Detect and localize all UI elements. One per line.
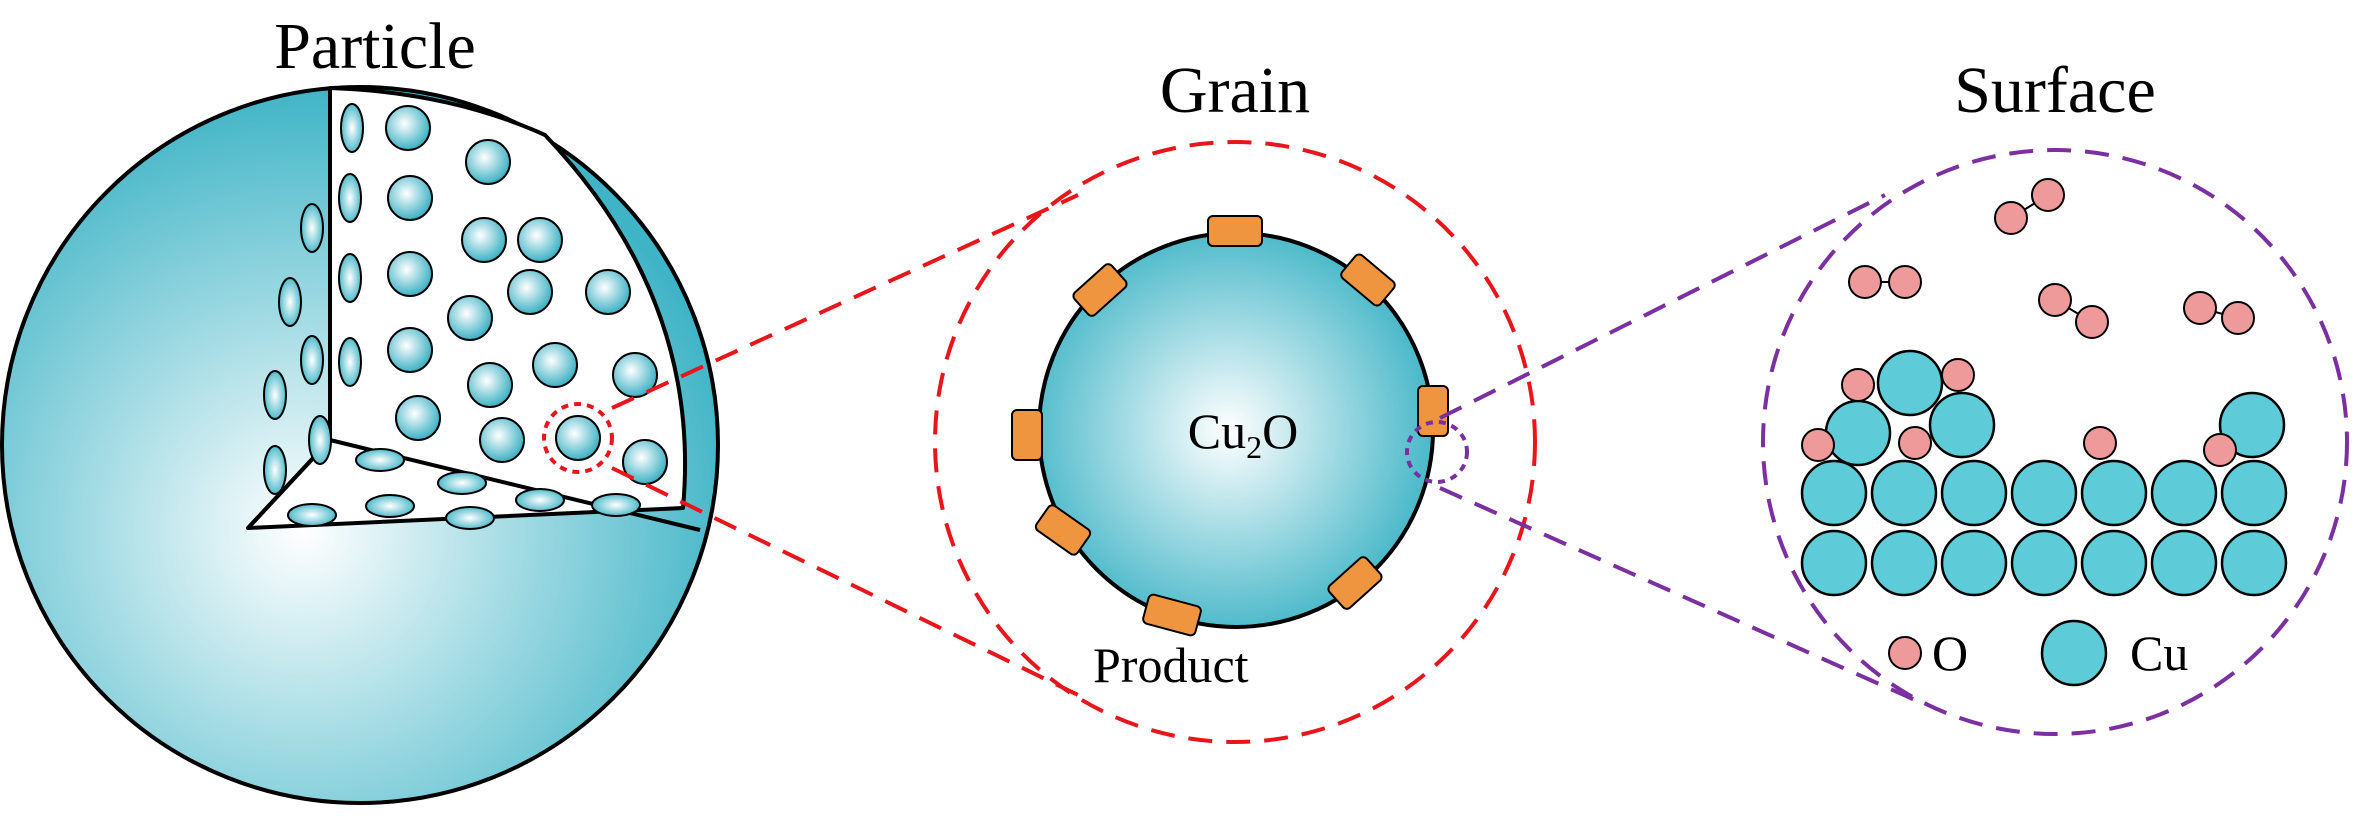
cu2o-label-o: O	[1262, 403, 1298, 459]
legend-o-swatch	[1888, 636, 1922, 670]
surface-panel: Surface O C	[1761, 54, 2349, 736]
particle-zoom-marker	[542, 402, 614, 474]
legend: O Cu	[1888, 619, 2188, 687]
right-face-beads	[385, 105, 668, 485]
legend-o-label: O	[1932, 625, 1968, 681]
grain-title: Grain	[1160, 54, 1310, 127]
adsorbed-o-atoms	[1801, 358, 2237, 467]
cu2o-label: Cu2O	[1188, 403, 1298, 465]
grain-zoom-circle	[933, 140, 1537, 744]
o2-molecules	[1848, 178, 2255, 339]
grain-zoom-marker	[1405, 420, 1469, 484]
purple-zoom-lines	[1439, 193, 1916, 702]
grain-panel: Grain Cu2O Product	[933, 54, 1537, 744]
reaction-product-caps	[1011, 215, 1449, 637]
cu2o-label-cu: Cu	[1188, 403, 1246, 459]
particle-title: Particle	[274, 10, 476, 83]
surface-title: Surface	[1954, 54, 2156, 127]
product-label: Product	[1093, 637, 1249, 693]
cu2o-label-sub: 2	[1246, 429, 1262, 465]
legend-cu-label: Cu	[2130, 625, 2188, 681]
particle-panel: Particle	[0, 10, 720, 805]
surface-zoom-circle	[1761, 148, 2349, 736]
cu-lattice	[1800, 349, 2288, 597]
left-face-pores	[263, 103, 364, 495]
bottom-face-pores	[287, 448, 641, 530]
red-zoom-lines	[611, 193, 1079, 697]
legend-cu-swatch	[2040, 619, 2108, 687]
